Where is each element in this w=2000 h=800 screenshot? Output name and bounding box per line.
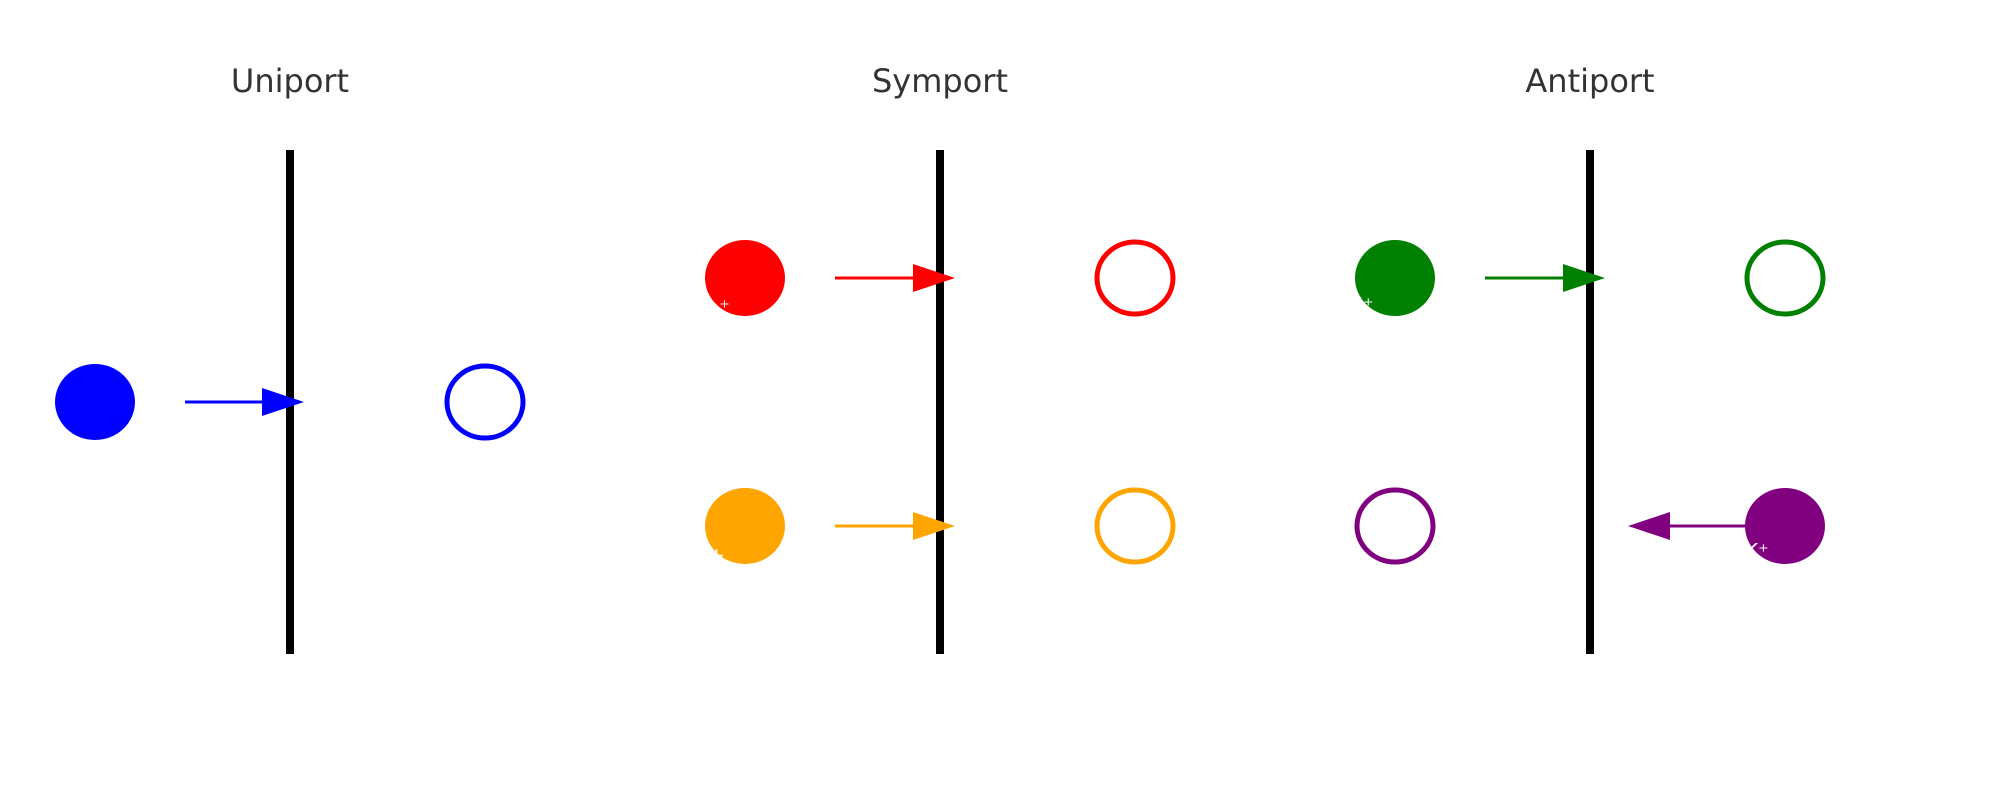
particle-orange-inside	[1094, 487, 1176, 565]
particle-blue-outside	[55, 364, 135, 440]
ion-label-k: K⁺	[1745, 539, 1769, 563]
panel-title: Uniport	[231, 62, 349, 100]
panel-symport: Symport Na⁺ +	[692, 62, 1176, 654]
panel-antiport: Antiport H⁺ K⁺	[1348, 62, 1826, 654]
arrow-head	[913, 264, 955, 292]
particle-orange-outside	[705, 488, 785, 564]
ion-label-orange: +	[708, 543, 725, 567]
particle-red-inside	[1094, 239, 1176, 317]
particle-green-inside	[1744, 239, 1826, 317]
ion-label-h: H⁺	[1348, 293, 1374, 317]
particle-blue-inside	[444, 363, 526, 441]
panel-title: Antiport	[1525, 62, 1654, 100]
particle-purple-inside	[1745, 488, 1825, 564]
panel-title: Symport	[872, 62, 1008, 100]
particle-purple-outside	[1354, 487, 1436, 565]
particle-green-outside	[1355, 240, 1435, 316]
ion-label-na: Na⁺	[692, 295, 730, 319]
particle-red-outside	[705, 240, 785, 316]
arrow-head	[913, 512, 955, 540]
arrow-head	[262, 388, 304, 416]
arrow-head	[1628, 512, 1670, 540]
arrow-head	[1563, 264, 1605, 292]
panel-uniport: Uniport	[55, 62, 526, 654]
